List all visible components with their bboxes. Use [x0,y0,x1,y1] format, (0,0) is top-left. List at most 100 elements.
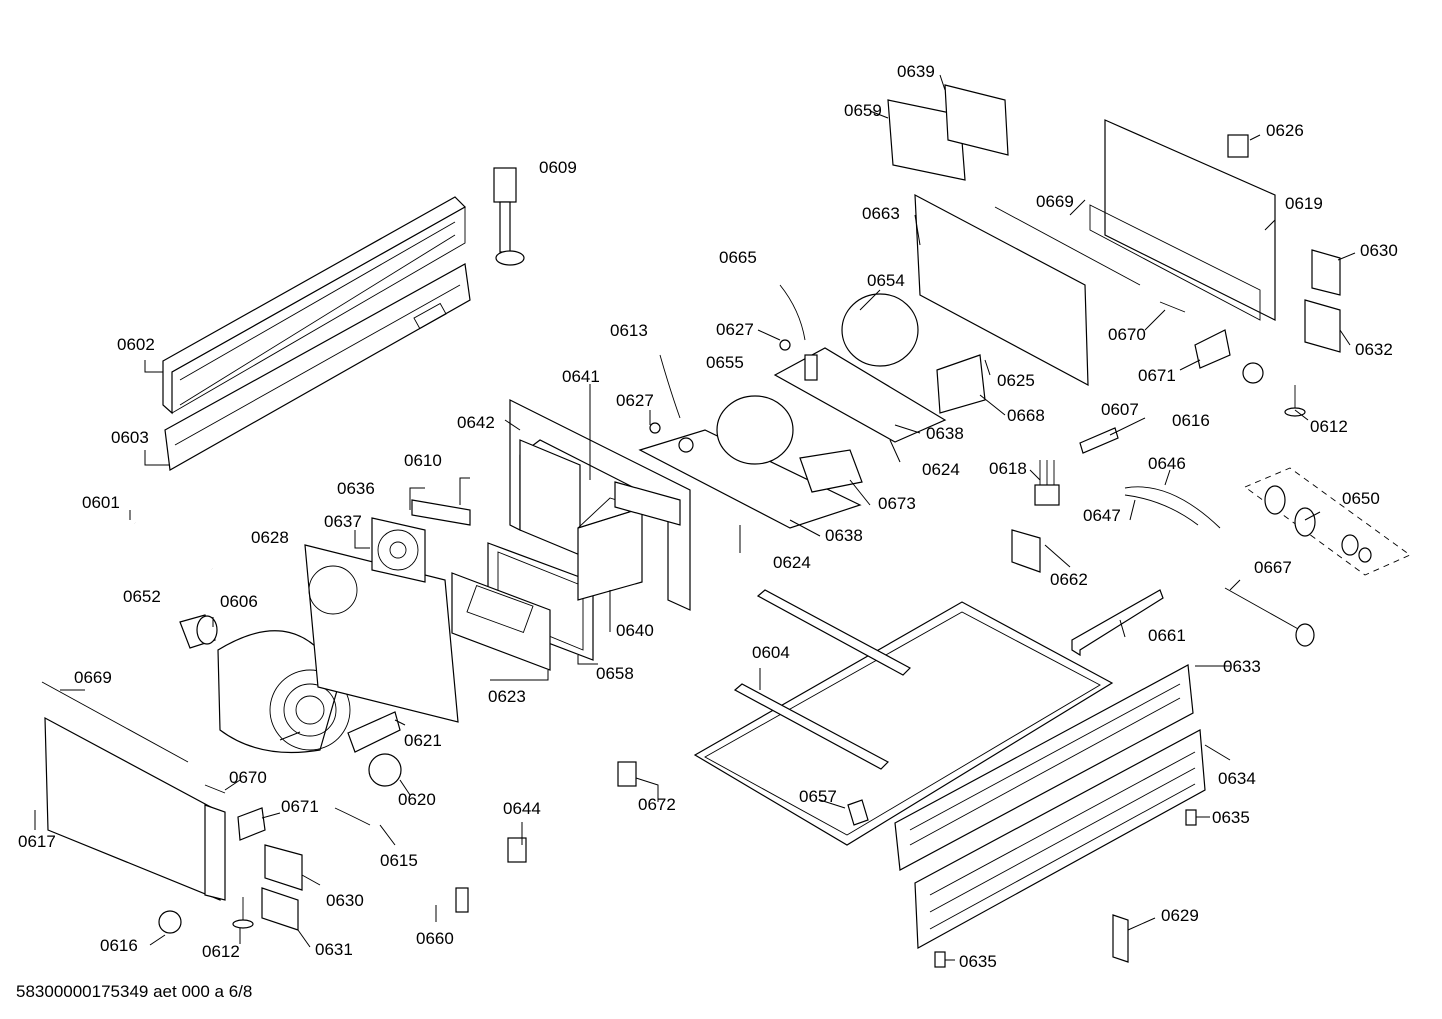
label-0628: 0628 [251,528,289,547]
label-0602: 0602 [117,335,155,354]
part-0627-b-drawing [779,339,791,351]
label-0673: 0673 [878,494,916,513]
label-0669-right: 0669 [1036,192,1074,211]
strip-0604-b-drawing [733,683,889,770]
label-0629: 0629 [1161,906,1199,925]
drawing-reference-number: 58300000175349 aet 000 a 6/8 [16,982,253,1001]
part-0635-b-drawing [934,951,946,968]
label-0627-a: 0627 [616,391,654,410]
label-0641: 0641 [562,367,600,386]
label-0647: 0647 [1083,506,1121,525]
compressor-plate-upper-drawing [773,293,947,443]
part-0609-drawing [493,167,525,266]
label-0630-right: 0630 [1360,241,1398,260]
part-0607-drawing [1079,427,1119,454]
part-0616-right-drawing [1242,362,1264,384]
label-0665: 0665 [719,248,757,267]
strip-0604-a-drawing [756,589,911,676]
label-0642: 0642 [457,413,495,432]
part-labels: 0609 0602 0603 0601 0652 0606 0628 0636 … [18,62,1398,971]
part-0601-drawing [134,521,213,571]
rod-0669-right-drawing [994,206,1141,286]
label-0636: 0636 [337,479,375,498]
base-plate-drawing [693,601,1114,846]
label-0610: 0610 [404,451,442,470]
pipe-0665-drawing [779,284,806,341]
label-0635-right: 0635 [1212,808,1250,827]
label-0616-right: 0616 [1172,411,1210,430]
part-0659-drawing [887,99,966,181]
label-0635-lower: 0635 [959,952,997,971]
label-0634: 0634 [1218,769,1256,788]
label-0616-left: 0616 [100,936,138,955]
label-0670-right: 0670 [1108,325,1146,344]
disc-0620-drawing [368,753,402,787]
sensor-0670-left-drawing [204,784,226,794]
label-0667: 0667 [1254,558,1292,577]
compressor-plate-0624-drawing [638,395,862,529]
part-0635-a-drawing [1185,809,1197,826]
label-0644: 0644 [503,799,541,818]
part-0668-drawing [936,354,986,414]
label-0625: 0625 [997,371,1035,390]
label-0663: 0663 [862,204,900,223]
leader-lines [34,74,1356,961]
label-0626: 0626 [1266,121,1304,140]
label-0615: 0615 [380,851,418,870]
part-0662-drawing [1011,529,1041,573]
part-0636-drawing [371,517,426,583]
part-0631-drawing [261,887,299,931]
label-0655: 0655 [706,353,744,372]
label-0624-upper: 0624 [922,460,960,479]
label-0660: 0660 [416,929,454,948]
label-0623: 0623 [488,687,526,706]
cable-0615-drawing [334,807,371,826]
label-0633: 0633 [1223,657,1261,676]
label-0637: 0637 [324,512,362,531]
bracket-0621-drawing [347,711,401,753]
label-0618: 0618 [989,459,1027,478]
label-0639: 0639 [897,62,935,81]
part-0606-drawing [217,630,351,754]
valve-0672-drawing [617,761,637,787]
label-0613: 0613 [610,321,648,340]
part-0640-drawing [577,497,644,601]
valve-0644-drawing [507,837,527,863]
part-0663-drawing [914,193,1089,387]
part-0619-drawing [1089,119,1276,321]
part-0641-drawing [614,481,681,526]
grille-0633-drawing [894,664,1194,871]
label-0631: 0631 [315,940,353,959]
label-0617: 0617 [18,832,56,851]
label-0640: 0640 [616,621,654,640]
part-0612-right-drawing [1284,385,1306,417]
label-0632: 0632 [1355,340,1393,359]
label-0619: 0619 [1285,194,1323,213]
label-0654: 0654 [867,271,905,290]
panel-0603-drawing [164,263,471,471]
spacer-0660-drawing [455,887,469,913]
label-0612-left: 0612 [202,942,240,961]
panel-0602-drawing [162,196,466,415]
label-0646: 0646 [1148,454,1186,473]
label-0672: 0672 [638,795,676,814]
part-0616-left-drawing [158,910,182,934]
part-0610-drawing [411,499,471,526]
part-0627-a-drawing [649,422,661,434]
pipe-0613-drawing [659,354,681,419]
part-0667-drawing [1224,587,1315,647]
rod-0669-left-drawing [41,681,189,763]
part-0618-drawing [1034,460,1060,506]
part-0671-right-drawing [1194,329,1231,369]
wires-0646-drawing [1124,486,1221,529]
label-0630-left: 0630 [326,891,364,910]
label-0670-left: 0670 [229,768,267,787]
label-0604: 0604 [752,643,790,662]
part-0671-left-drawing [237,807,266,841]
label-0606: 0606 [220,592,258,611]
grille-0634-drawing [914,729,1206,949]
part-0639-drawing [944,84,1009,156]
label-0638-upper: 0638 [926,424,964,443]
label-0609: 0609 [539,158,577,177]
